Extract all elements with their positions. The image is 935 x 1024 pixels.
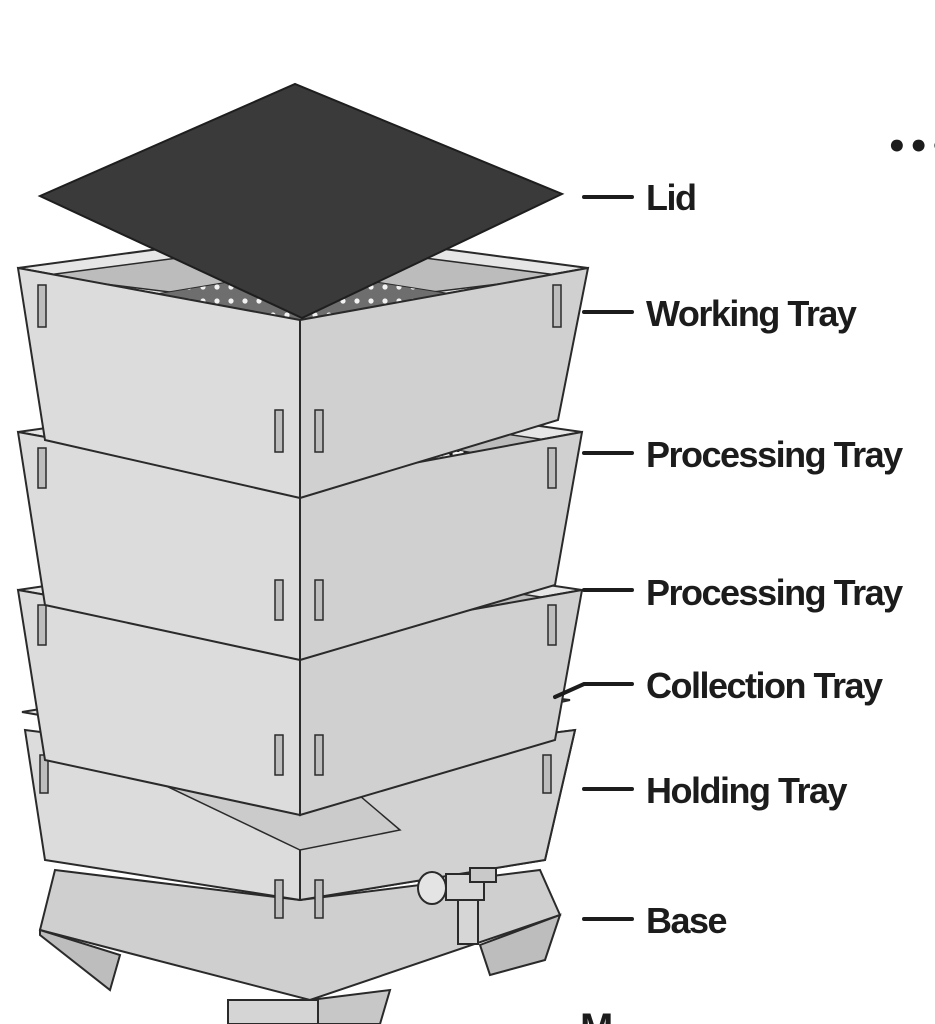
label-base: Base [646,900,728,941]
label-lid: Lid [646,177,697,218]
callout-lines [553,195,634,921]
lid-shape [37,82,565,320]
more-horizontal-icon[interactable]: ••• [886,127,935,167]
label-collection-tray: Collection Tray [646,665,883,706]
label-processing-tray-2: Processing Tray [646,572,903,613]
drain-tap-icon [417,867,497,945]
bottom-caption-fragment: M [580,1008,613,1024]
working-tray-shape [16,228,590,500]
label-working-tray: Working Tray [646,293,857,334]
label-holding-tray: Holding Tray [646,770,848,811]
callout-line-collection-tray [553,682,634,699]
label-processing-tray-1: Processing Tray [646,434,903,475]
